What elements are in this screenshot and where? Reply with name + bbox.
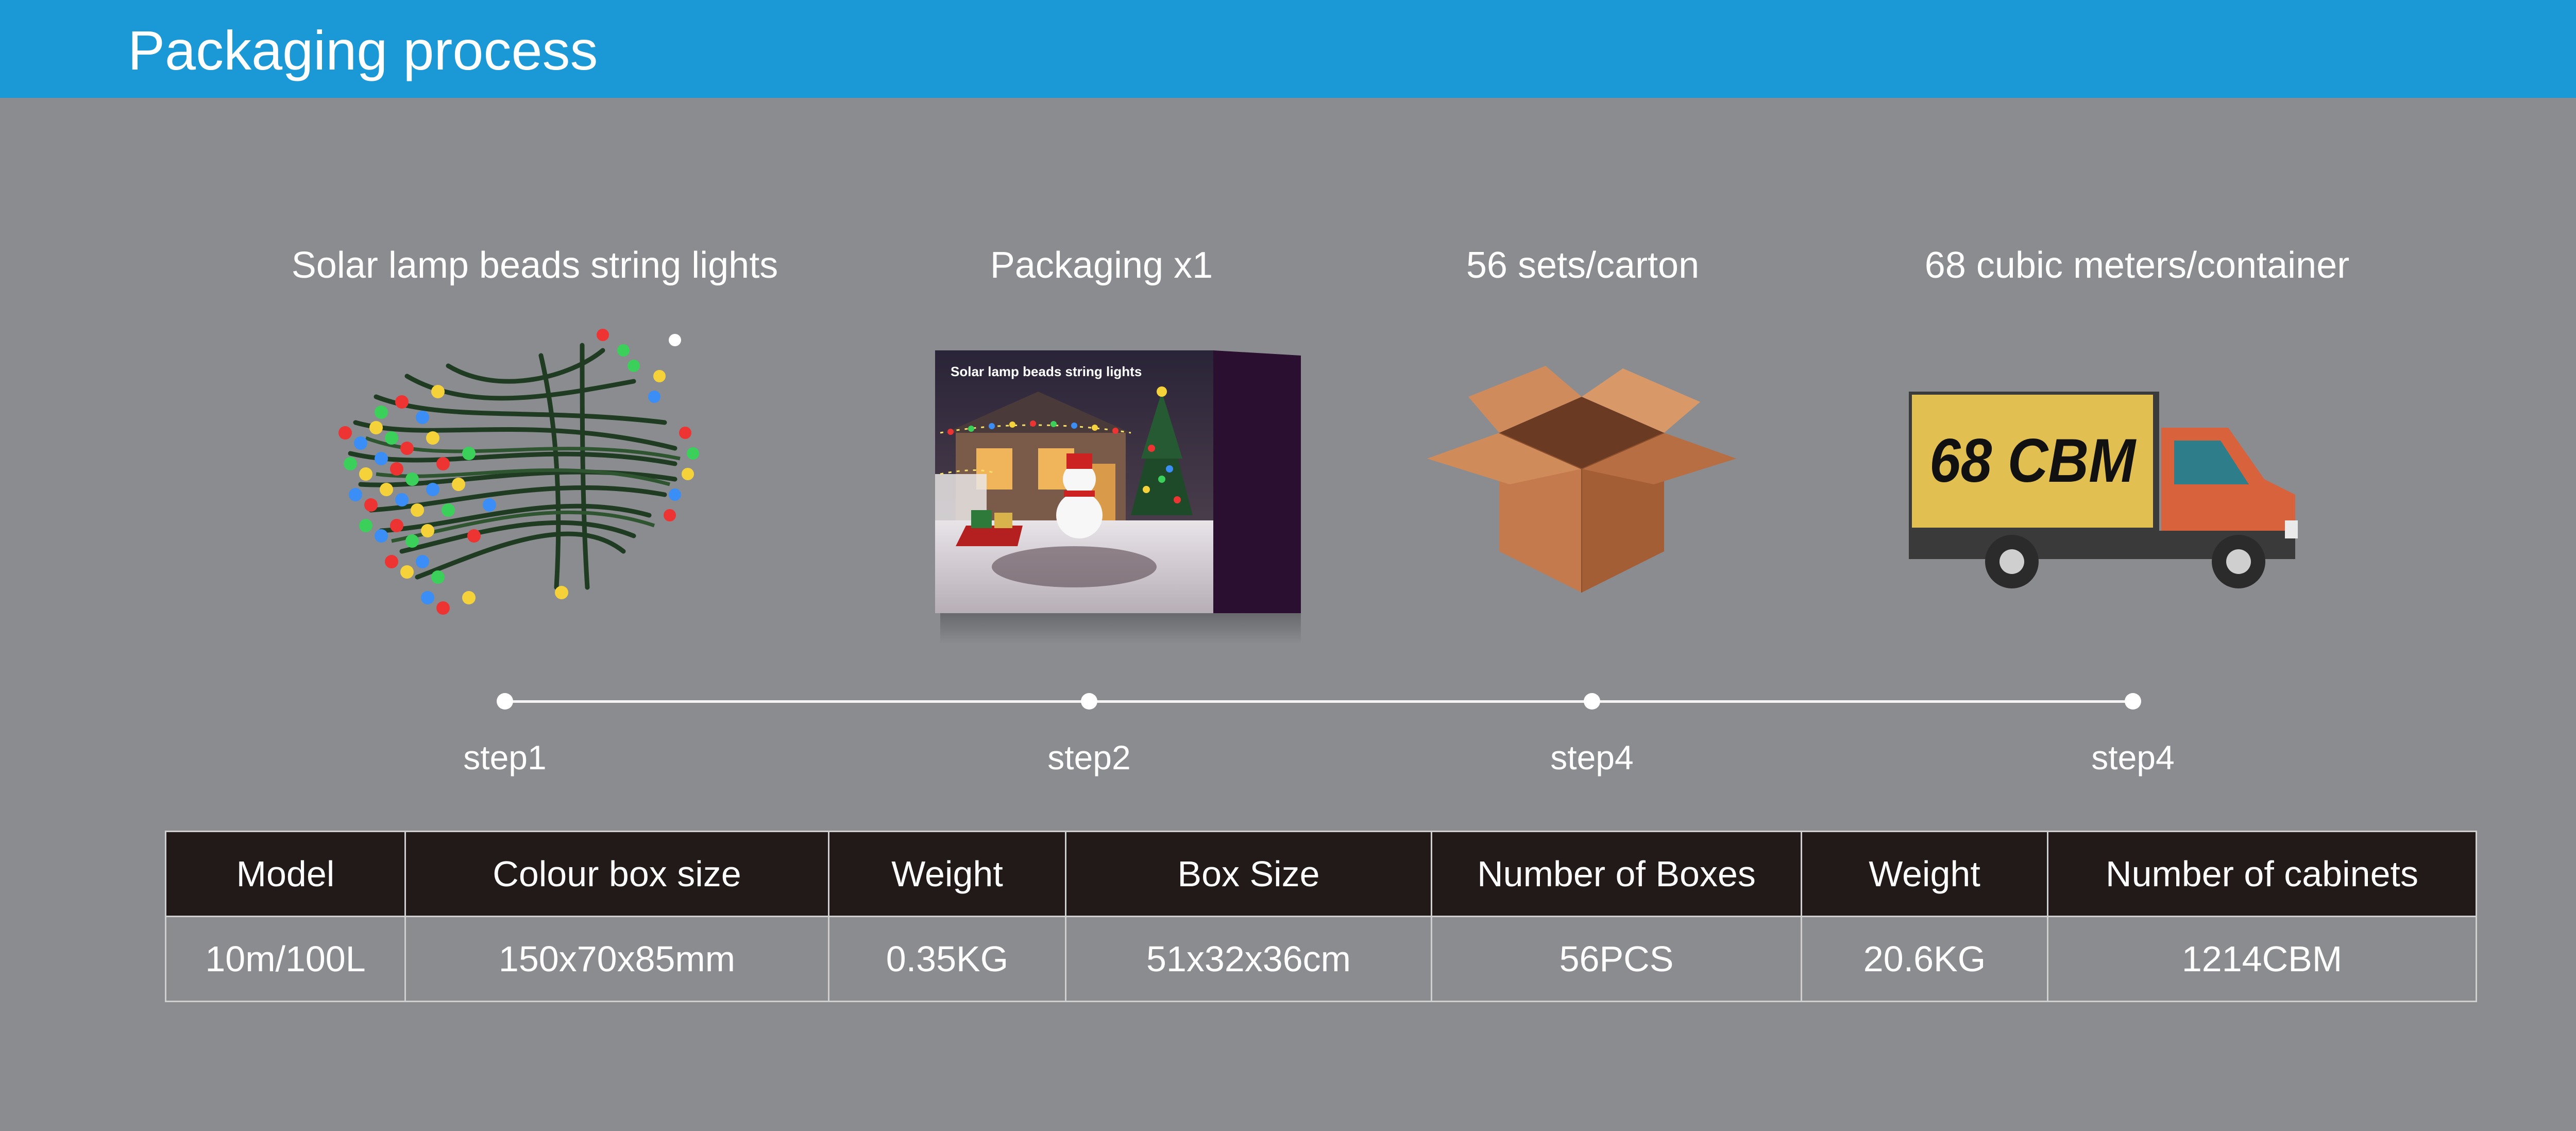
- cell-box-size: 51x32x36cm: [1065, 916, 1432, 1002]
- step1-caption: Solar lamp beads string lights: [291, 245, 778, 286]
- timeline-dot-step3: [1584, 693, 1600, 710]
- cell-weight: 0.35KG: [828, 916, 1066, 1002]
- header-weight: Weight: [828, 831, 1066, 917]
- string-lights-image: [338, 329, 699, 615]
- header-colour-box-size: Colour box size: [404, 831, 829, 917]
- step4-caption: 68 cubic meters/container: [1924, 245, 2350, 286]
- step3-label: step4: [1550, 738, 1634, 776]
- delivery-truck-image: 68 CBM: [1909, 392, 2298, 588]
- truck-cargo-text: 68 CBM: [1929, 426, 2137, 495]
- page-title: Packaging process: [128, 19, 598, 81]
- timeline-dot-step2: [1081, 693, 1097, 710]
- header-model: Model: [165, 831, 406, 917]
- cell-model: 10m/100L: [165, 916, 406, 1002]
- table-row: 10m/100L 150x70x85mm 0.35KG 51x32x36cm 5…: [165, 916, 2477, 1002]
- header-carton-weight: Weight: [1801, 831, 2048, 917]
- table-header-row: Model Colour box size Weight Box Size Nu…: [165, 831, 2477, 917]
- timeline-dot-step1: [497, 693, 513, 710]
- header-bar: Packaging process: [0, 0, 2576, 98]
- open-carton-image: [1427, 366, 1736, 593]
- colour-box-image: Solar lamp beads string lights: [935, 350, 1301, 644]
- cell-colour-box-size: 150x70x85mm: [404, 916, 829, 1002]
- spec-table: Model Colour box size Weight Box Size Nu…: [165, 831, 2477, 1002]
- header-number-of-boxes: Number of Boxes: [1431, 831, 1802, 917]
- step2-label: step2: [1047, 738, 1131, 776]
- cell-number-of-boxes: 56PCS: [1431, 916, 1802, 1002]
- step3-caption: 56 sets/carton: [1466, 245, 1700, 286]
- step1-label: step1: [463, 738, 547, 776]
- header-box-size: Box Size: [1065, 831, 1432, 917]
- timeline-line: [505, 700, 2133, 703]
- step2-caption: Packaging x1: [990, 245, 1213, 286]
- cell-carton-weight: 20.6KG: [1801, 916, 2048, 1002]
- timeline-dot-step4: [2125, 693, 2141, 710]
- header-number-of-cabinets: Number of cabinets: [2047, 831, 2477, 917]
- step4-label: step4: [2091, 738, 2175, 776]
- cell-number-of-cabinets: 1214CBM: [2047, 916, 2477, 1002]
- box-print-text: Solar lamp beads string lights: [951, 364, 1142, 379]
